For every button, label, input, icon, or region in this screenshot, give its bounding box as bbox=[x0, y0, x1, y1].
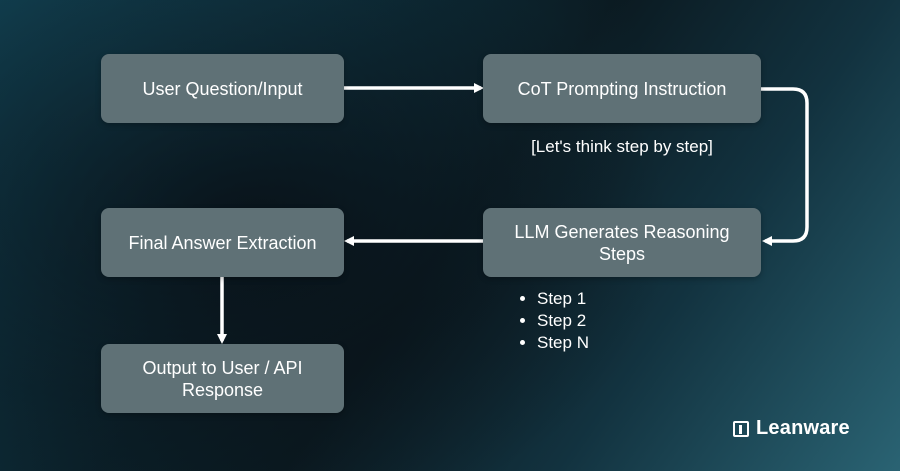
step-item: Step 1 bbox=[537, 288, 589, 310]
arrow-cot-to-llm bbox=[761, 87, 809, 246]
cot-note: [Let's think step by step] bbox=[531, 137, 713, 156]
node-user-question: User Question/Input bbox=[101, 54, 344, 123]
node-cot-instruction-label: CoT Prompting Instruction bbox=[517, 78, 727, 99]
leanware-logo-icon bbox=[733, 420, 749, 437]
node-cot-instruction: CoT Prompting Instruction bbox=[483, 54, 761, 123]
node-final-answer-label: Final Answer Extraction bbox=[128, 232, 317, 253]
step-item: Step 2 bbox=[537, 310, 589, 332]
node-output: Output to User / API Response bbox=[101, 344, 344, 413]
node-user-question-label: User Question/Input bbox=[142, 78, 303, 99]
node-final-answer: Final Answer Extraction bbox=[101, 208, 344, 277]
node-output-label: Output to User / API Response bbox=[142, 357, 303, 400]
brand-logo: Leanware bbox=[733, 417, 850, 440]
step-item: Step N bbox=[537, 332, 589, 354]
brand-name: Leanware bbox=[756, 417, 850, 439]
steps-list: Step 1 Step 2 Step N bbox=[511, 288, 589, 354]
node-llm-steps: LLM Generates Reasoning Steps bbox=[483, 208, 761, 277]
node-llm-steps-label: LLM Generates Reasoning Steps bbox=[514, 221, 730, 264]
